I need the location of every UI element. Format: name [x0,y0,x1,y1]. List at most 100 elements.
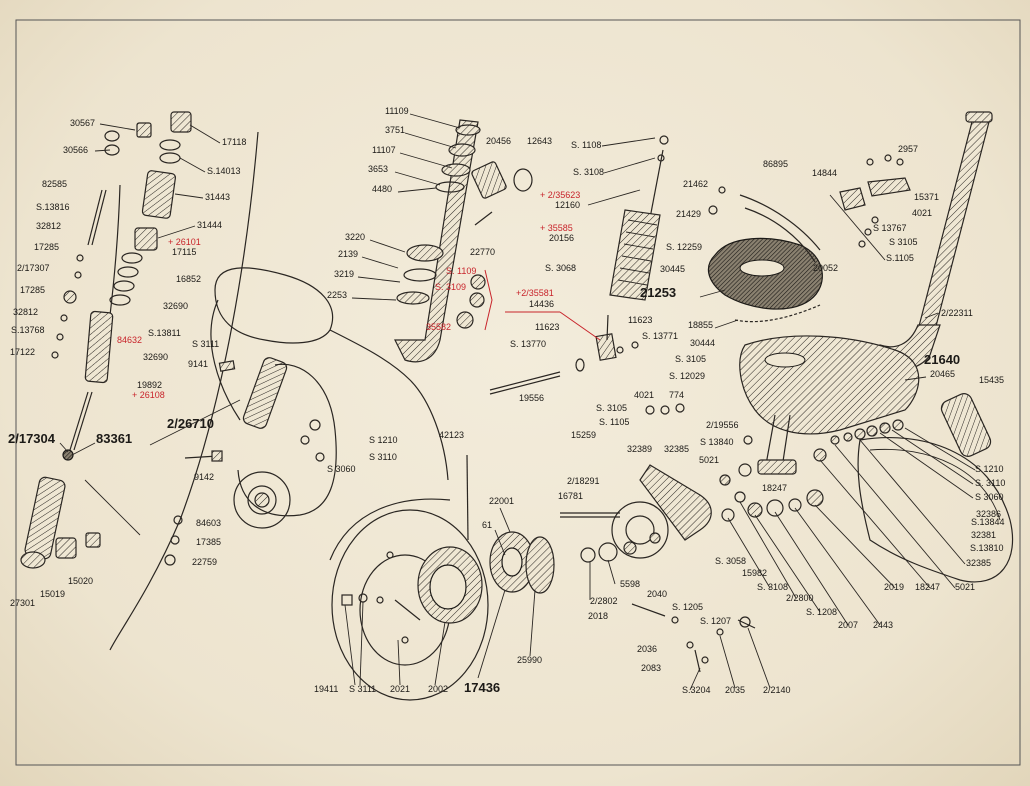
part-label: 5598 [620,579,640,589]
part-label: 15371 [914,192,939,202]
part-label: S. 3105 [596,403,627,413]
part-label: 3220 [345,232,365,242]
part-label: 32385 [664,444,689,454]
part-label: S.1105 [886,253,914,263]
part-label: 14436 [529,299,554,309]
part-label: 2/18291 [567,476,600,486]
part-label: S 3111 [192,339,219,349]
part-label: 20456 [486,136,511,146]
sheet-border [15,19,1021,766]
headlamp-housing [707,186,823,323]
part-label: 18855 [688,320,713,330]
part-label: 2/19556 [706,420,739,430]
fuel-tank-body [210,267,449,481]
part-label: 25990 [517,655,542,665]
part-label: 17285 [34,242,59,252]
part-label: S. 3058 [715,556,746,566]
part-label: 2018 [588,611,608,621]
part-label: S.13816 [36,202,70,212]
part-label: 2/2140 [763,685,791,695]
part-label: 17285 [20,285,45,295]
part-label: 774 [669,390,684,400]
part-label: S.13768 [11,325,45,335]
section-dividers [99,131,259,651]
part-label: 9142 [194,472,214,482]
part-label: S 3060 [975,492,1004,502]
part-label: 21640 [924,352,960,367]
part-label: S. 1108 [571,140,601,150]
part-label: 20465 [930,369,955,379]
part-label: 30566 [63,145,88,155]
part-label: 42123 [439,430,464,440]
part-label: 2/17304 [8,431,56,446]
part-label: 61 [482,520,492,530]
part-label: 4021 [912,208,932,218]
part-label: 17385 [196,537,221,547]
part-label: 2139 [338,249,358,259]
part-label: 21253 [640,285,676,300]
handlebar-clamp [829,154,911,261]
part-label: 35582 [426,322,451,332]
part-label: + 26108 [132,390,165,400]
part-label: 2035 [725,685,745,695]
part-label: 18247 [915,582,940,592]
steering-column-group [394,119,533,363]
part-label: 17115 [172,247,196,257]
part-label: 12160 [555,200,580,210]
part-label: 20052 [813,263,838,273]
part-label: + 2/35623 [540,190,580,200]
part-label: 2019 [884,582,904,592]
part-label: 84632 [117,335,142,345]
part-label: S. 13770 [510,339,546,349]
part-label: 17118 [222,137,246,147]
part-label: S. 1205 [672,602,703,612]
part-label: 86895 [763,159,788,169]
part-label: 19556 [519,393,544,403]
part-label: 2/17307 [17,263,50,273]
part-label: 2021 [390,684,410,694]
part-label: 32386 [976,509,1001,519]
part-label: 32812 [13,307,38,317]
part-label: 22001 [489,496,514,506]
part-label: 30567 [70,118,95,128]
part-label: 11623 [535,322,559,332]
part-label: 15020 [68,576,93,586]
part-label: 2957 [898,144,918,154]
part-label: 2/2800 [786,593,814,603]
rear-engine-mount [184,357,337,529]
part-label: 4021 [634,390,654,400]
part-label: 18247 [762,483,787,493]
part-label: S 1210 [975,464,1004,474]
part-label: 2/26710 [167,416,214,431]
part-label: S 13767 [873,223,907,233]
part-label: 19411 [314,684,338,694]
part-label: S 3111 [349,684,376,694]
part-label: 4480 [372,184,392,194]
part-label: 17436 [464,680,500,695]
wheel-and-brake-drum [329,454,555,701]
part-label: 2040 [647,589,667,599]
part-label: 15982 [742,568,767,578]
part-label: 19892 [137,380,162,390]
part-label: 15435 [979,375,1004,385]
part-label: 5021 [955,582,975,592]
part-label: 2036 [637,644,657,654]
part-label: S.13811 [148,328,181,338]
handlebar-grip [940,393,992,457]
part-label: 32385 [966,558,991,568]
brake-cable-fittings [631,603,756,673]
part-label: 2002 [428,684,448,694]
part-label: 32812 [36,221,61,231]
rear-shock-absorber-group [20,111,192,569]
part-label: S. 13771 [642,331,678,341]
part-label: S.13810 [970,543,1004,553]
part-label: 14844 [812,168,837,178]
part-label: S. 1207 [700,616,731,626]
part-label: 21462 [683,179,708,189]
part-label: 27301 [10,598,35,608]
part-label: 2/2802 [590,596,618,606]
part-label: S.14013 [207,166,241,176]
part-label: S 13840 [700,437,734,447]
